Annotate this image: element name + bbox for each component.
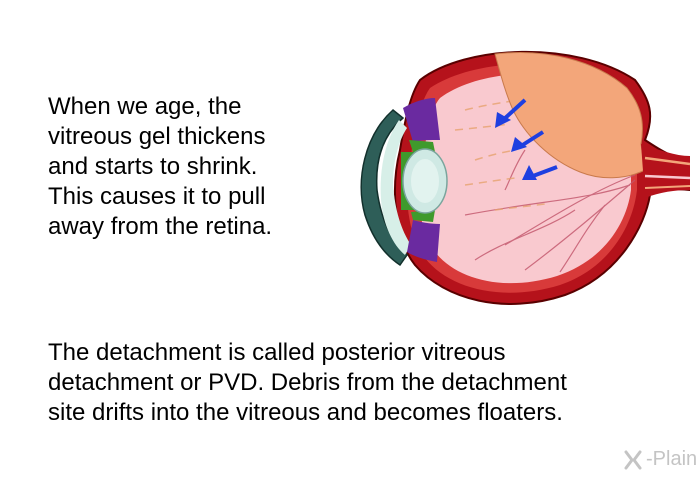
cornea (360, 109, 408, 267)
eye-cross-section-illustration (360, 50, 690, 305)
x-logo-icon (624, 450, 642, 469)
arrow-1 (495, 98, 527, 128)
caption-text: The detachment is called posterior vitre… (48, 339, 567, 426)
anterior-chamber (380, 120, 411, 255)
optic-nerve (641, 144, 690, 198)
arrow-2 (511, 130, 545, 152)
logo-wordmark: -Plain (646, 448, 698, 470)
ciliary-body-bottom (407, 220, 440, 262)
retinal-vessels (464, 149, 636, 273)
detachment-arrows (495, 98, 558, 180)
ciliary-body-top (403, 98, 440, 142)
intro-text: When we age, the vitreous gel thickens a… (48, 93, 273, 240)
xplain-logo: -Plain (622, 448, 697, 471)
arrow-3 (522, 165, 558, 180)
